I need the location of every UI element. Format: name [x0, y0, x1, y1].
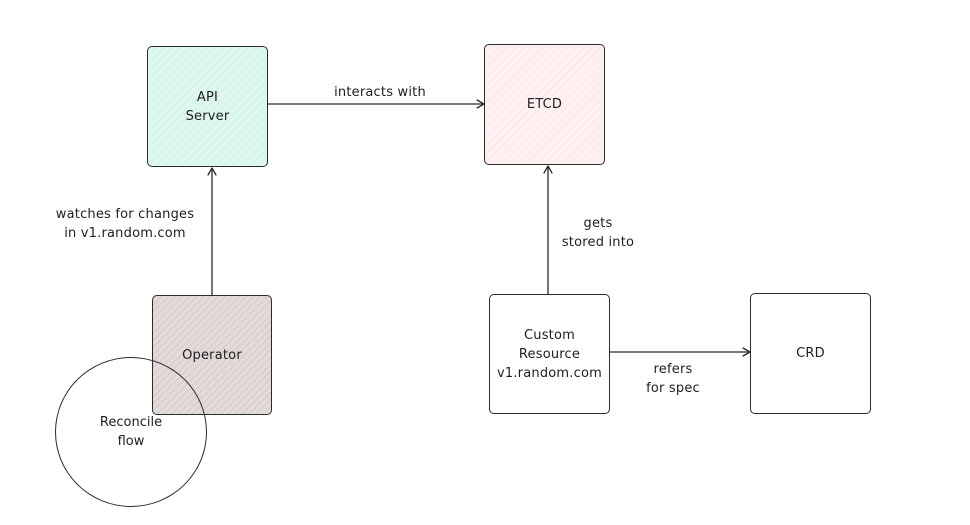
edge-label-refers-for-spec: refers for spec	[646, 362, 700, 396]
operator-node[interactable]: Operator	[152, 295, 272, 415]
etcd-node[interactable]: ETCD	[484, 44, 605, 165]
reconcile-flow-node[interactable]: Reconcile flow	[55, 357, 207, 507]
api-server-label: API Server	[185, 89, 230, 124]
edge-label-interacts-with: interacts with	[334, 85, 426, 100]
edge-label-gets-stored-into: gets stored into	[561, 216, 635, 250]
api-server-node[interactable]: API Server	[147, 46, 268, 167]
etcd-label: ETCD	[526, 97, 563, 112]
custom-resource-label: Custom Resource v1.random.com	[496, 327, 602, 381]
custom-resource-node[interactable]: Custom Resource v1.random.com	[489, 294, 610, 414]
edge-label-watches-for-changes: watches for changes in v1.random.com	[55, 207, 195, 241]
operator-label: Operator	[182, 347, 242, 363]
reconcile-flow-label: Reconcile flow	[99, 415, 163, 449]
crd-label: CRD	[796, 346, 825, 361]
crd-node[interactable]: CRD	[750, 293, 871, 414]
